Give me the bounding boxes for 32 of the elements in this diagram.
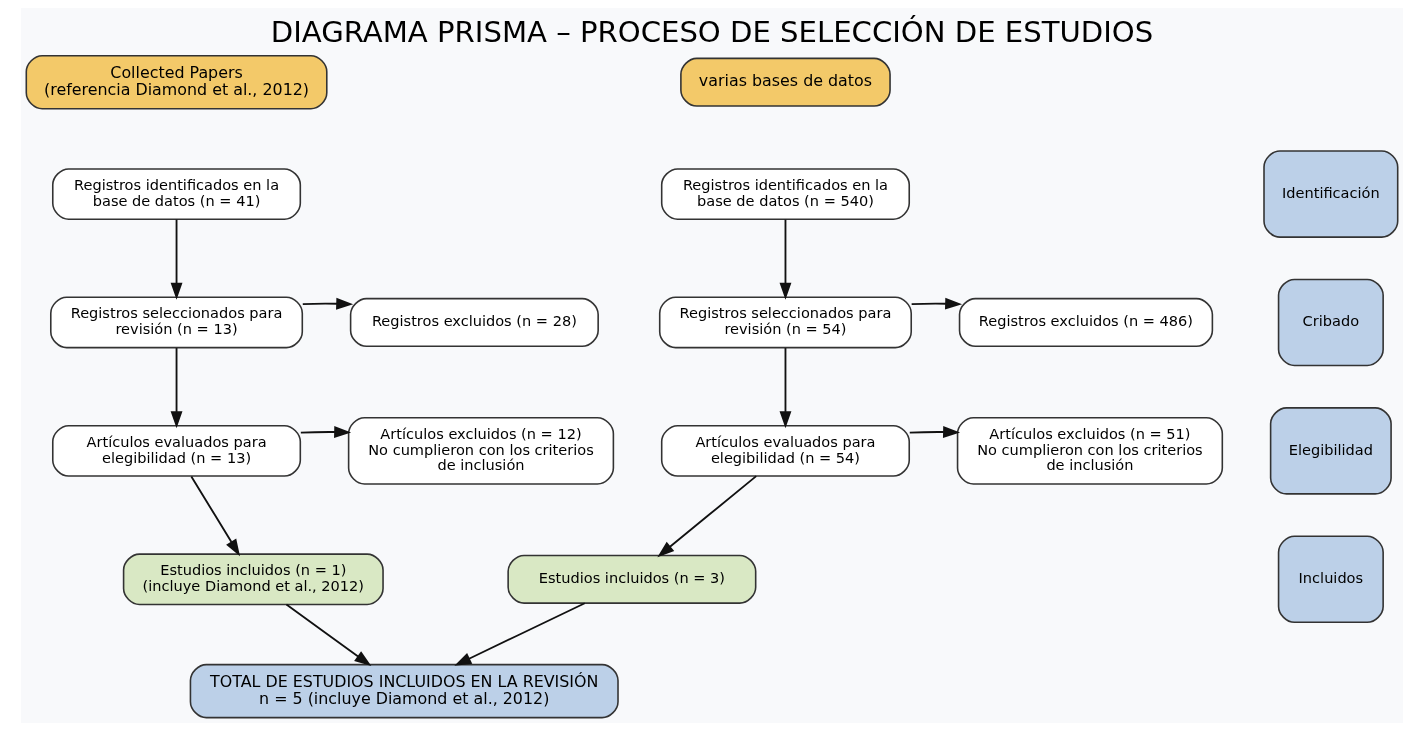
node-box: Cribado (1277, 278, 1384, 367)
node-box: Incluidos (1277, 535, 1384, 624)
node-box: Registros seleccionados para revisión (n = 13) (49, 296, 303, 349)
arrow (453, 602, 586, 666)
arrow (189, 475, 240, 557)
node-box: Elegibilidad (1269, 407, 1392, 495)
arrow (170, 347, 182, 429)
arrow (910, 297, 962, 310)
node-box: Artículos excluidos (n = 12) No cumplieron con los criterios de inclusión (347, 417, 614, 485)
node-box: Estudios incluidos (n = 1) (incluye Diamond et al., 2012) (122, 553, 384, 606)
node-box: Registros seleccionados para revisión (n = 54) (658, 296, 912, 349)
arrow (285, 603, 371, 667)
arrow (779, 347, 791, 429)
node-box: Artículos evaluados para elegibilidad (n = 54) (660, 424, 910, 477)
node-box: Registros excluidos (n = 486) (958, 297, 1213, 348)
node-box: Artículos evaluados para elegibilidad (n = 13) (51, 424, 301, 477)
node-box: Artículos excluidos (n = 51) No cumplieron con los criterios de inclusión (956, 417, 1223, 485)
arrow (299, 426, 351, 438)
arrow (656, 475, 757, 558)
node-box: Registros identificados en la base de datos (n = 540) (660, 168, 910, 221)
diagram-title: DIAGRAMA PRISMA – PROCESO DE SELECCIÓN DE ESTUDIOS (270, 14, 1153, 49)
arrow (170, 218, 182, 300)
node-box: Collected Papers (referencia Diamond et al., 2012) (25, 54, 328, 110)
arrow (301, 297, 353, 310)
node-box: Registros excluidos (n = 28) (349, 297, 599, 348)
node-box: Registros identificados en la base de datos (n = 41) (51, 168, 301, 221)
node-box: TOTAL DE ESTUDIOS INCLUIDOS EN LA REVISIÓN n = 5 (incluye Diamond et al., 2012) (189, 663, 619, 719)
arrow (779, 218, 791, 300)
node-box: Estudios incluidos (n = 3) (506, 554, 756, 604)
node-box: varias bases de datos (679, 57, 891, 107)
arrow (908, 426, 960, 438)
node-box: Identificación (1262, 150, 1398, 238)
